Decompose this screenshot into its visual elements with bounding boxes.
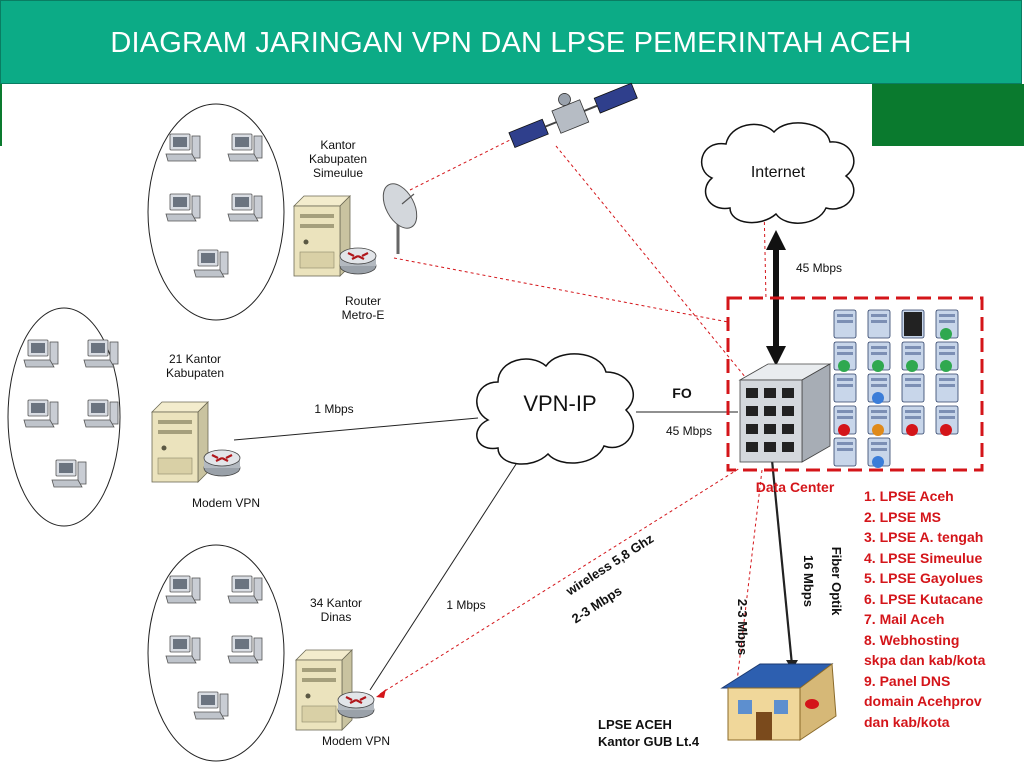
dinas-server	[295, 649, 353, 731]
data-center-server-icon	[738, 363, 832, 463]
service-item: 1. LPSE Aceh	[864, 488, 954, 504]
wireless-arrow-head	[376, 689, 386, 698]
kabupaten-link-speed: 1 Mbps	[314, 402, 354, 416]
accent-stripe	[0, 84, 2, 146]
data-center-boundary	[726, 296, 984, 472]
link-satellite-datacenter	[555, 145, 747, 379]
dinas-modem-label: Modem VPN	[321, 734, 391, 748]
satellite-icon	[508, 82, 638, 149]
dinas-link-speed: 1 Mbps	[446, 598, 486, 612]
link-dish-satellite	[409, 139, 511, 191]
fiber-label: Fiber Optik	[829, 546, 844, 616]
service-item: 7. Mail Aceh	[864, 611, 945, 627]
kabupaten-pc-group	[7, 307, 121, 527]
service-item: skpa dan kab/kota	[864, 652, 986, 668]
header-bar: DIAGRAM JARINGAN VPN DAN LPSE PEMERINTAH…	[0, 0, 1022, 84]
internet-arrow-up	[766, 230, 786, 250]
data-center-label: Data Center	[755, 479, 835, 495]
fo-label: FO	[672, 385, 692, 401]
link-kabupaten-vpn	[233, 417, 479, 441]
service-server-icons	[833, 309, 959, 468]
link-dc-building	[735, 469, 763, 691]
link-dinas-vpn	[369, 457, 521, 691]
lpse-building-label: LPSE ACEH Kantor GUB Lt.4	[598, 717, 700, 749]
lpse-building-icon	[720, 663, 837, 741]
fiber-speed-label: 16 Mbps	[801, 554, 816, 607]
vpn-cloud-icon	[476, 353, 635, 465]
dinas-pc-group	[147, 544, 285, 762]
service-list: 1. LPSE Aceh 2. LPSE MS 3. LPSE A. tenga…	[864, 486, 985, 732]
service-item: 8. Webhosting	[864, 631, 960, 648]
satellite-dish-icon	[382, 183, 418, 254]
service-item: dan kab/kota	[864, 713, 950, 730]
kabupaten-label: 21 Kantor Kabupaten	[165, 352, 225, 380]
service-item: 6. LPSE Kutacane	[864, 590, 984, 607]
vpn-datacenter-speed: 45 Mbps	[665, 424, 713, 438]
link-wireless-dinas	[379, 467, 741, 695]
dinas-label: 34 Kantor Dinas	[309, 596, 363, 624]
link-internet-dc-dashed	[763, 203, 767, 301]
service-item: 3. LPSE A. tengah	[864, 529, 984, 545]
dinas-modem	[336, 690, 376, 720]
link-router-datacenter	[393, 257, 729, 323]
vpn-cloud-label: VPN-IP	[523, 391, 597, 416]
kabupaten-modem-label: Modem VPN	[191, 496, 261, 510]
page-title: DIAGRAM JARINGAN VPN DAN LPSE PEMERINTAH…	[110, 27, 912, 59]
router-metro-e-label: Router Metro-E	[341, 294, 385, 322]
simeulue-pcs	[165, 133, 263, 278]
internet-cloud-icon	[701, 122, 855, 224]
kabupaten-server	[151, 401, 209, 483]
router-metro-e	[338, 246, 378, 276]
kabupaten-pcs	[23, 339, 119, 488]
link-datacenter-fiber	[770, 459, 794, 666]
service-item: 4. LPSE Simeulue	[864, 549, 983, 566]
service-item: domain Acehprov	[864, 693, 982, 709]
simeulue-label: Kantor Kabupaten Simeulue	[308, 138, 368, 180]
simeulue-pc-group	[147, 103, 285, 321]
service-item: 5. LPSE Gayolues	[864, 570, 984, 586]
internet-arrow-down	[766, 346, 786, 366]
internet-link-speed: 45 Mbps	[795, 261, 843, 275]
service-item: 2. LPSE MS	[864, 508, 942, 525]
service-item: 9. Panel DNS	[864, 672, 951, 689]
accent-bar	[872, 84, 1024, 146]
dinas-pcs	[165, 575, 263, 720]
kabupaten-modem	[202, 448, 242, 478]
internet-cloud-label: Internet	[750, 164, 806, 181]
dc-building-speed-label: 2-3 Mbps	[735, 598, 750, 656]
